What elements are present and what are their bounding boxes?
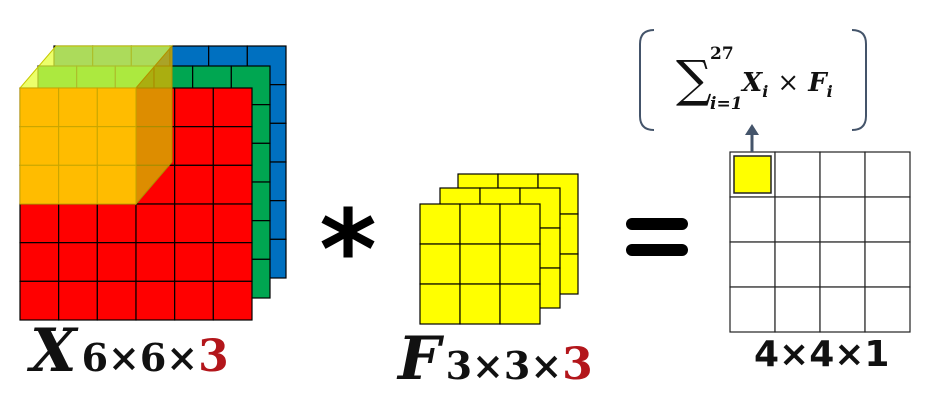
arrow-up [745,124,759,152]
input-channel-1-cell [174,126,214,166]
input-channel-1-cell [19,280,60,321]
output-highlight-cell [733,155,772,194]
filter-dims: 3×3×3 [445,339,593,390]
input-channel-1-cell [135,280,176,321]
input-channel-1-cell [212,164,253,205]
output-cell [774,196,821,243]
filter-layer-1-cell [459,243,501,285]
input-channel-1-cell [174,242,214,282]
term-x: X [742,68,763,98]
receptive-field-cell [96,87,137,128]
input-channel-1-cell [96,242,137,282]
filter-layer-1 [419,203,541,325]
input-volume [18,44,287,321]
input-channel-1-cell [19,242,60,282]
filter-layer-1-cell [419,243,461,285]
receptive-field-cell [96,164,137,205]
input-channel-1-cell [174,164,214,205]
filter-dims-prefix: 3×3× [445,343,563,388]
output-cell [864,151,911,198]
filter-layer-1-cell [459,203,501,245]
input-dims: 6×6×3 [81,331,229,382]
output-cell [774,241,821,288]
convolution-operator: * [319,186,377,314]
input-symbol: X [30,316,77,386]
receptive-field-cell [19,164,60,205]
input-channel-1-cell [212,242,253,282]
times-symbol: × [777,68,800,98]
receptive-field-cell [58,87,98,128]
svg-text:*: * [319,186,377,314]
input-channel-1-cell [174,280,214,321]
receptive-field-cell [58,164,98,205]
input-channel-1-cell [58,280,98,321]
output-cell [819,151,866,198]
filter-layer-1-cell [499,283,541,325]
filter-layer-1-cell [419,283,461,325]
input-channel-1-cell [212,87,253,128]
input-channel-1-cell [96,203,137,244]
input-channel-1-cell [212,280,253,321]
output-cell [864,196,911,243]
output-cell [819,241,866,288]
summation-formula: ∑ 27 i=1 Xi × Fi [670,44,870,124]
input-channel-1-cell [58,203,98,244]
filter-depth: 3 [562,339,593,390]
input-channel-1-cell [174,203,214,244]
filter-layer-1-cell [499,243,541,285]
input-channel-1-cell [19,203,60,244]
input-channel-1-cell [96,280,137,321]
output-cell [729,241,776,288]
filter-symbol: F [398,324,441,394]
input-channel-1-cell [135,203,176,244]
output-cell [819,196,866,243]
sum-lower-limit: i=1 [710,94,743,114]
output-cell [864,286,911,333]
output-cell [864,241,911,288]
input-channel-1-cell [58,242,98,282]
output-cell [729,196,776,243]
input-channel-1-cell [212,203,253,244]
output-grid [729,151,911,333]
output-cell [774,151,821,198]
equals-operator [626,218,688,256]
sum-term: Xi × Fi [742,68,833,101]
input-depth: 3 [198,331,229,382]
term-x-index: i [762,82,769,102]
filter-volume [419,173,579,325]
receptive-field-cell [19,126,60,166]
term-f-index: i [826,82,833,102]
formula-brackets [639,29,867,131]
output-cell [774,286,821,333]
filter-layer-1-cell [459,283,501,325]
input-channel-1-cell [174,87,214,128]
output-cell [729,286,776,333]
filter-layer-1-cell [419,203,461,245]
receptive-field-cell [19,87,60,128]
term-f: F [808,68,827,98]
receptive-field-cube [18,44,174,206]
sigma-symbol: ∑ [676,50,712,108]
input-channel-1-cell [135,242,176,282]
sum-upper-limit: 27 [710,44,734,64]
output-label: 4×4×1 [754,334,890,375]
filter-layer-1-cell [499,203,541,245]
receptive-field-cell [58,126,98,166]
input-dims-prefix: 6×6× [81,335,199,380]
output-cell [819,286,866,333]
input-channel-1-cell [212,126,253,166]
receptive-field-cell [96,126,137,166]
